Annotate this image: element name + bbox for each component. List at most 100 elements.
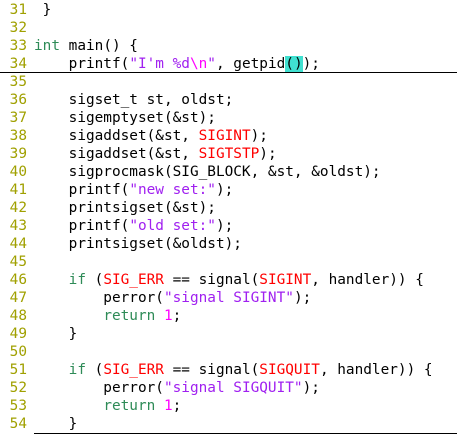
code-line[interactable]: 45 — [0, 253, 457, 271]
code-token-const: SIG_ERR — [103, 362, 164, 378]
code-token-num: 1 — [163, 308, 173, 324]
code-token: sigset_t st, oldst; — [34, 92, 234, 108]
code-line[interactable]: 49 } — [0, 325, 457, 343]
code-token: printsigset(&st); — [34, 200, 216, 216]
code-token-matchparen: () — [285, 56, 303, 72]
code-token: ); — [302, 56, 320, 72]
code-token: ); — [215, 218, 234, 234]
code-token-str: "new set:" — [129, 182, 216, 198]
code-token-const: SIGTSTP — [198, 146, 260, 162]
line-number: 38 — [9, 128, 27, 144]
code-token: sigaddset(&st, — [34, 128, 199, 144]
code-token: , getpid — [215, 56, 286, 72]
code-line[interactable]: 52 perror("signal SIGQUIT"); — [0, 379, 457, 397]
code-token-kw: return — [103, 398, 156, 414]
code-token: == signal( — [163, 272, 260, 288]
line-code: return 1; — [34, 307, 181, 325]
code-token: sigemptyset(&st); — [34, 110, 216, 126]
code-token-str: "I'm %d — [129, 56, 190, 72]
code-line[interactable]: 48 return 1; — [0, 307, 457, 325]
line-number: 39 — [9, 146, 27, 162]
code-token-const: SIGQUIT — [259, 362, 320, 378]
line-number: 42 — [9, 200, 27, 216]
code-line[interactable]: 50 — [0, 343, 457, 361]
code-token: sigprocmask(SIG_BLOCK, &st, &oldst); — [34, 164, 381, 180]
code-line[interactable]: 44 printsigset(&oldst); — [0, 235, 457, 253]
code-token: main() { — [60, 38, 138, 54]
code-token — [34, 362, 69, 378]
line-code: printsigset(&oldst); — [34, 235, 242, 253]
code-line[interactable]: 40 sigprocmask(SIG_BLOCK, &st, &oldst); — [0, 163, 457, 181]
code-token: perror( — [34, 380, 164, 396]
code-line-cursor[interactable]: 34 printf("I'm %d\n", getpid()); — [0, 55, 457, 73]
code-line[interactable]: 32 — [0, 19, 457, 37]
code-line[interactable]: 53 return 1; — [0, 397, 457, 415]
code-line[interactable]: 47 perror("signal SIGINT"); — [0, 289, 457, 307]
code-line[interactable]: 51 if (SIG_ERR == signal(SIGQUIT, handle… — [0, 361, 457, 379]
line-number: 36 — [9, 92, 27, 108]
code-token: ; — [172, 398, 182, 414]
code-token-str: "signal SIGQUIT" — [163, 380, 303, 396]
code-token: printf( — [34, 218, 130, 234]
code-token: , handler)) { — [311, 272, 424, 288]
line-code: printf("I'm %d\n", getpid()); — [34, 55, 320, 73]
code-token-const: SIGINT — [198, 128, 251, 144]
line-code: if (SIG_ERR == signal(SIGQUIT, handler))… — [34, 361, 433, 379]
code-token: == signal( — [163, 362, 260, 378]
code-token-kw: if — [68, 362, 86, 378]
code-token-str: " — [207, 56, 216, 72]
line-code: } — [34, 415, 78, 433]
line-number: 47 — [9, 290, 27, 306]
line-code: sigset_t st, oldst; — [34, 91, 234, 109]
code-line[interactable]: 39 sigaddset(&st, SIGTSTP); — [0, 145, 457, 163]
code-token: ; — [172, 308, 182, 324]
code-token: perror( — [34, 290, 164, 306]
line-number: 35 — [9, 74, 27, 90]
line-code: perror("signal SIGINT"); — [34, 289, 311, 307]
code-token-esc: \n — [189, 56, 208, 72]
line-number: 40 — [9, 164, 27, 180]
code-line[interactable]: 35 — [0, 73, 457, 91]
code-token: ); — [293, 290, 312, 306]
line-code: printf("new set:"); — [34, 181, 234, 199]
code-token: printf( — [34, 56, 130, 72]
code-token-kw: return — [103, 308, 156, 324]
line-code: } — [34, 1, 52, 19]
code-line[interactable]: 42 printsigset(&st); — [0, 199, 457, 217]
code-token: ); — [259, 146, 277, 162]
code-token-str: "signal SIGINT" — [163, 290, 294, 306]
code-token — [155, 398, 164, 414]
code-token: } — [34, 326, 78, 342]
window-bottom-border — [34, 433, 457, 434]
line-code: } — [34, 325, 78, 343]
code-token: } — [34, 2, 52, 18]
code-token: printsigset(&oldst); — [34, 236, 242, 252]
line-number: 52 — [9, 380, 27, 396]
code-token-const: SIG_ERR — [103, 272, 164, 288]
code-token: ); — [250, 128, 268, 144]
code-line[interactable]: 37 sigemptyset(&st); — [0, 109, 457, 127]
line-number: 54 — [9, 416, 27, 432]
code-line[interactable]: 46 if (SIG_ERR == signal(SIGINT, handler… — [0, 271, 457, 289]
code-line[interactable]: 31 } — [0, 1, 457, 19]
line-code: perror("signal SIGQUIT"); — [34, 379, 320, 397]
code-token: ); — [215, 182, 234, 198]
line-number: 50 — [9, 344, 27, 360]
code-token: , handler)) { — [319, 362, 433, 378]
code-token: ( — [85, 362, 104, 378]
code-token — [34, 272, 69, 288]
code-token — [155, 308, 164, 324]
line-number: 46 — [9, 272, 27, 288]
code-token: ); — [302, 380, 320, 396]
code-line[interactable]: 36 sigset_t st, oldst; — [0, 91, 457, 109]
code-line[interactable]: 38 sigaddset(&st, SIGINT); — [0, 127, 457, 145]
code-line[interactable]: 43 printf("old set:"); — [0, 217, 457, 235]
code-token: ( — [85, 272, 104, 288]
code-line[interactable]: 54 } — [0, 415, 457, 433]
line-number: 34 — [9, 56, 27, 72]
line-number: 48 — [9, 308, 27, 324]
code-line[interactable]: 41 printf("new set:"); — [0, 181, 457, 199]
line-number: 53 — [9, 398, 27, 414]
